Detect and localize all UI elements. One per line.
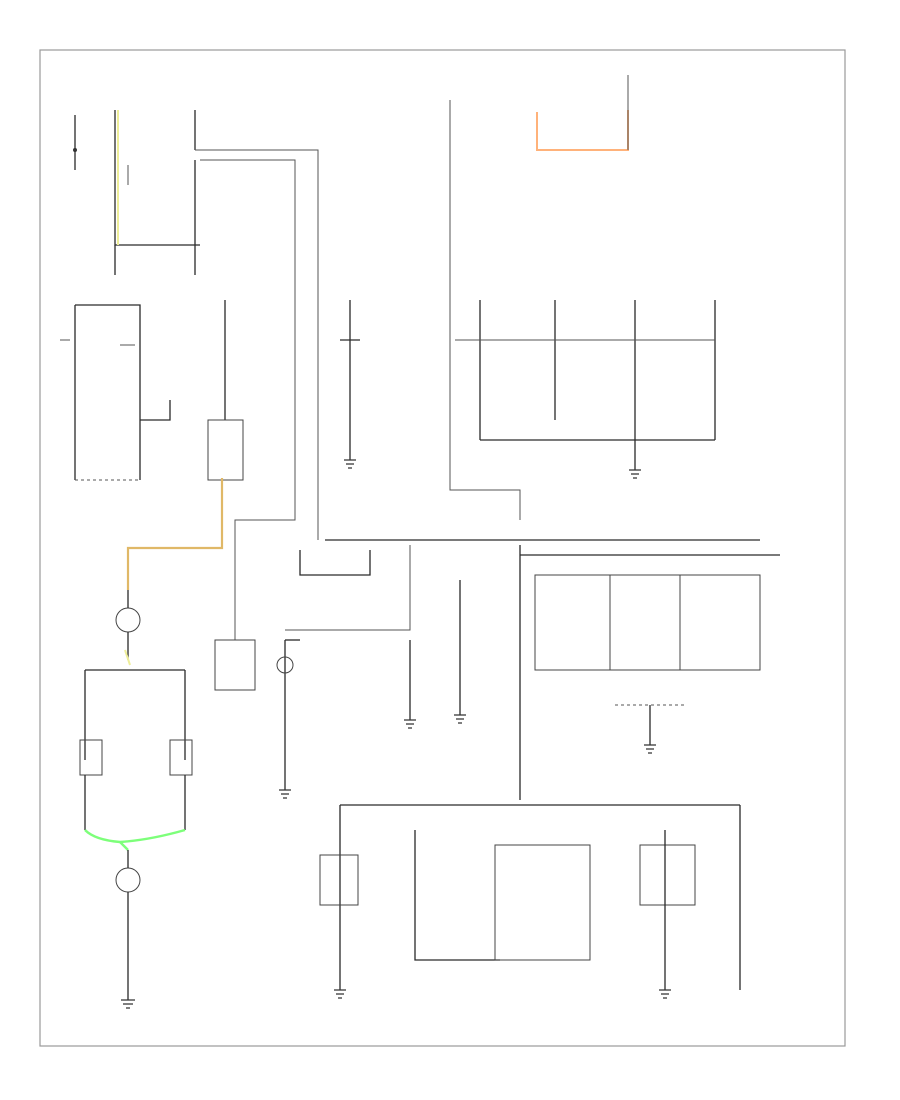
left-actuator-chain: [79, 590, 193, 1000]
top-right-orange-circuit: [536, 75, 629, 151]
upper-right-module: [455, 300, 716, 479]
tan-wire: [126, 478, 224, 590]
center-top-switch: [340, 100, 521, 520]
diagram-frame: [39, 49, 846, 1047]
top-left-power-feed: [73, 110, 319, 640]
bottom-right-modules: [319, 804, 741, 999]
middle-right-modules: [404, 539, 780, 800]
ground-symbol-left: [121, 999, 135, 1009]
left-switch-module: [60, 300, 244, 481]
center-left-switch: [214, 539, 520, 799]
